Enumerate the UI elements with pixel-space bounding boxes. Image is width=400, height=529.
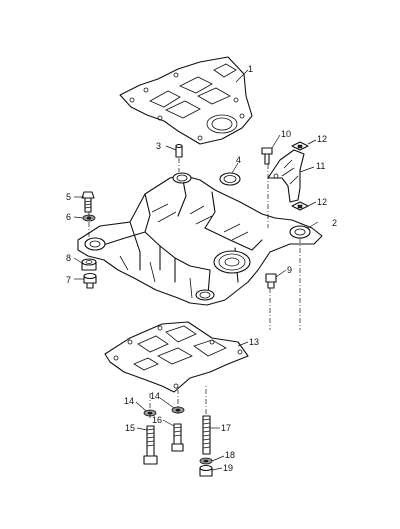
callout-14b: 14 bbox=[150, 391, 160, 401]
bolt-16 bbox=[171, 423, 184, 452]
callout-4: 4 bbox=[236, 155, 241, 165]
callout-labels: 1 2 3 4 5 6 7 8 9 10 11 12 12 13 14 14 1… bbox=[66, 64, 337, 473]
lower-gasket bbox=[104, 321, 249, 393]
callout-12b: 12 bbox=[317, 197, 327, 207]
clip-12b bbox=[291, 201, 309, 211]
callout-2: 2 bbox=[332, 218, 337, 228]
bolt-5 bbox=[81, 191, 95, 213]
callout-16: 16 bbox=[152, 415, 162, 425]
upper-gasket bbox=[119, 56, 253, 145]
housing bbox=[77, 172, 323, 306]
callout-3: 3 bbox=[156, 141, 161, 151]
leader-lines bbox=[73, 69, 319, 471]
center-lines bbox=[88, 158, 301, 418]
nut-19 bbox=[199, 464, 213, 477]
callout-1: 1 bbox=[248, 64, 253, 74]
callout-13: 13 bbox=[249, 337, 259, 347]
callout-11: 11 bbox=[316, 161, 325, 171]
callout-18: 18 bbox=[225, 450, 235, 460]
callout-7: 7 bbox=[66, 275, 71, 285]
bracket-11 bbox=[267, 149, 305, 203]
callout-5: 5 bbox=[66, 192, 71, 202]
callout-12a: 12 bbox=[317, 134, 327, 144]
stud-17 bbox=[202, 415, 211, 455]
washer-18 bbox=[199, 457, 213, 465]
plug-7 bbox=[83, 272, 97, 289]
callout-6: 6 bbox=[66, 212, 71, 222]
callout-17: 17 bbox=[221, 423, 231, 433]
bolt-10 bbox=[261, 147, 273, 165]
callout-19: 19 bbox=[223, 463, 233, 473]
callout-15: 15 bbox=[125, 423, 135, 433]
callout-9: 9 bbox=[287, 265, 292, 275]
dowel-pin bbox=[175, 143, 183, 158]
callout-14a: 14 bbox=[124, 396, 134, 406]
nut-8 bbox=[81, 258, 97, 271]
callout-10: 10 bbox=[281, 129, 291, 139]
clip-12a bbox=[291, 141, 309, 151]
callout-8: 8 bbox=[66, 253, 71, 263]
bolt-15 bbox=[143, 425, 158, 465]
seal-ring bbox=[219, 172, 241, 186]
screw-9 bbox=[265, 273, 277, 289]
